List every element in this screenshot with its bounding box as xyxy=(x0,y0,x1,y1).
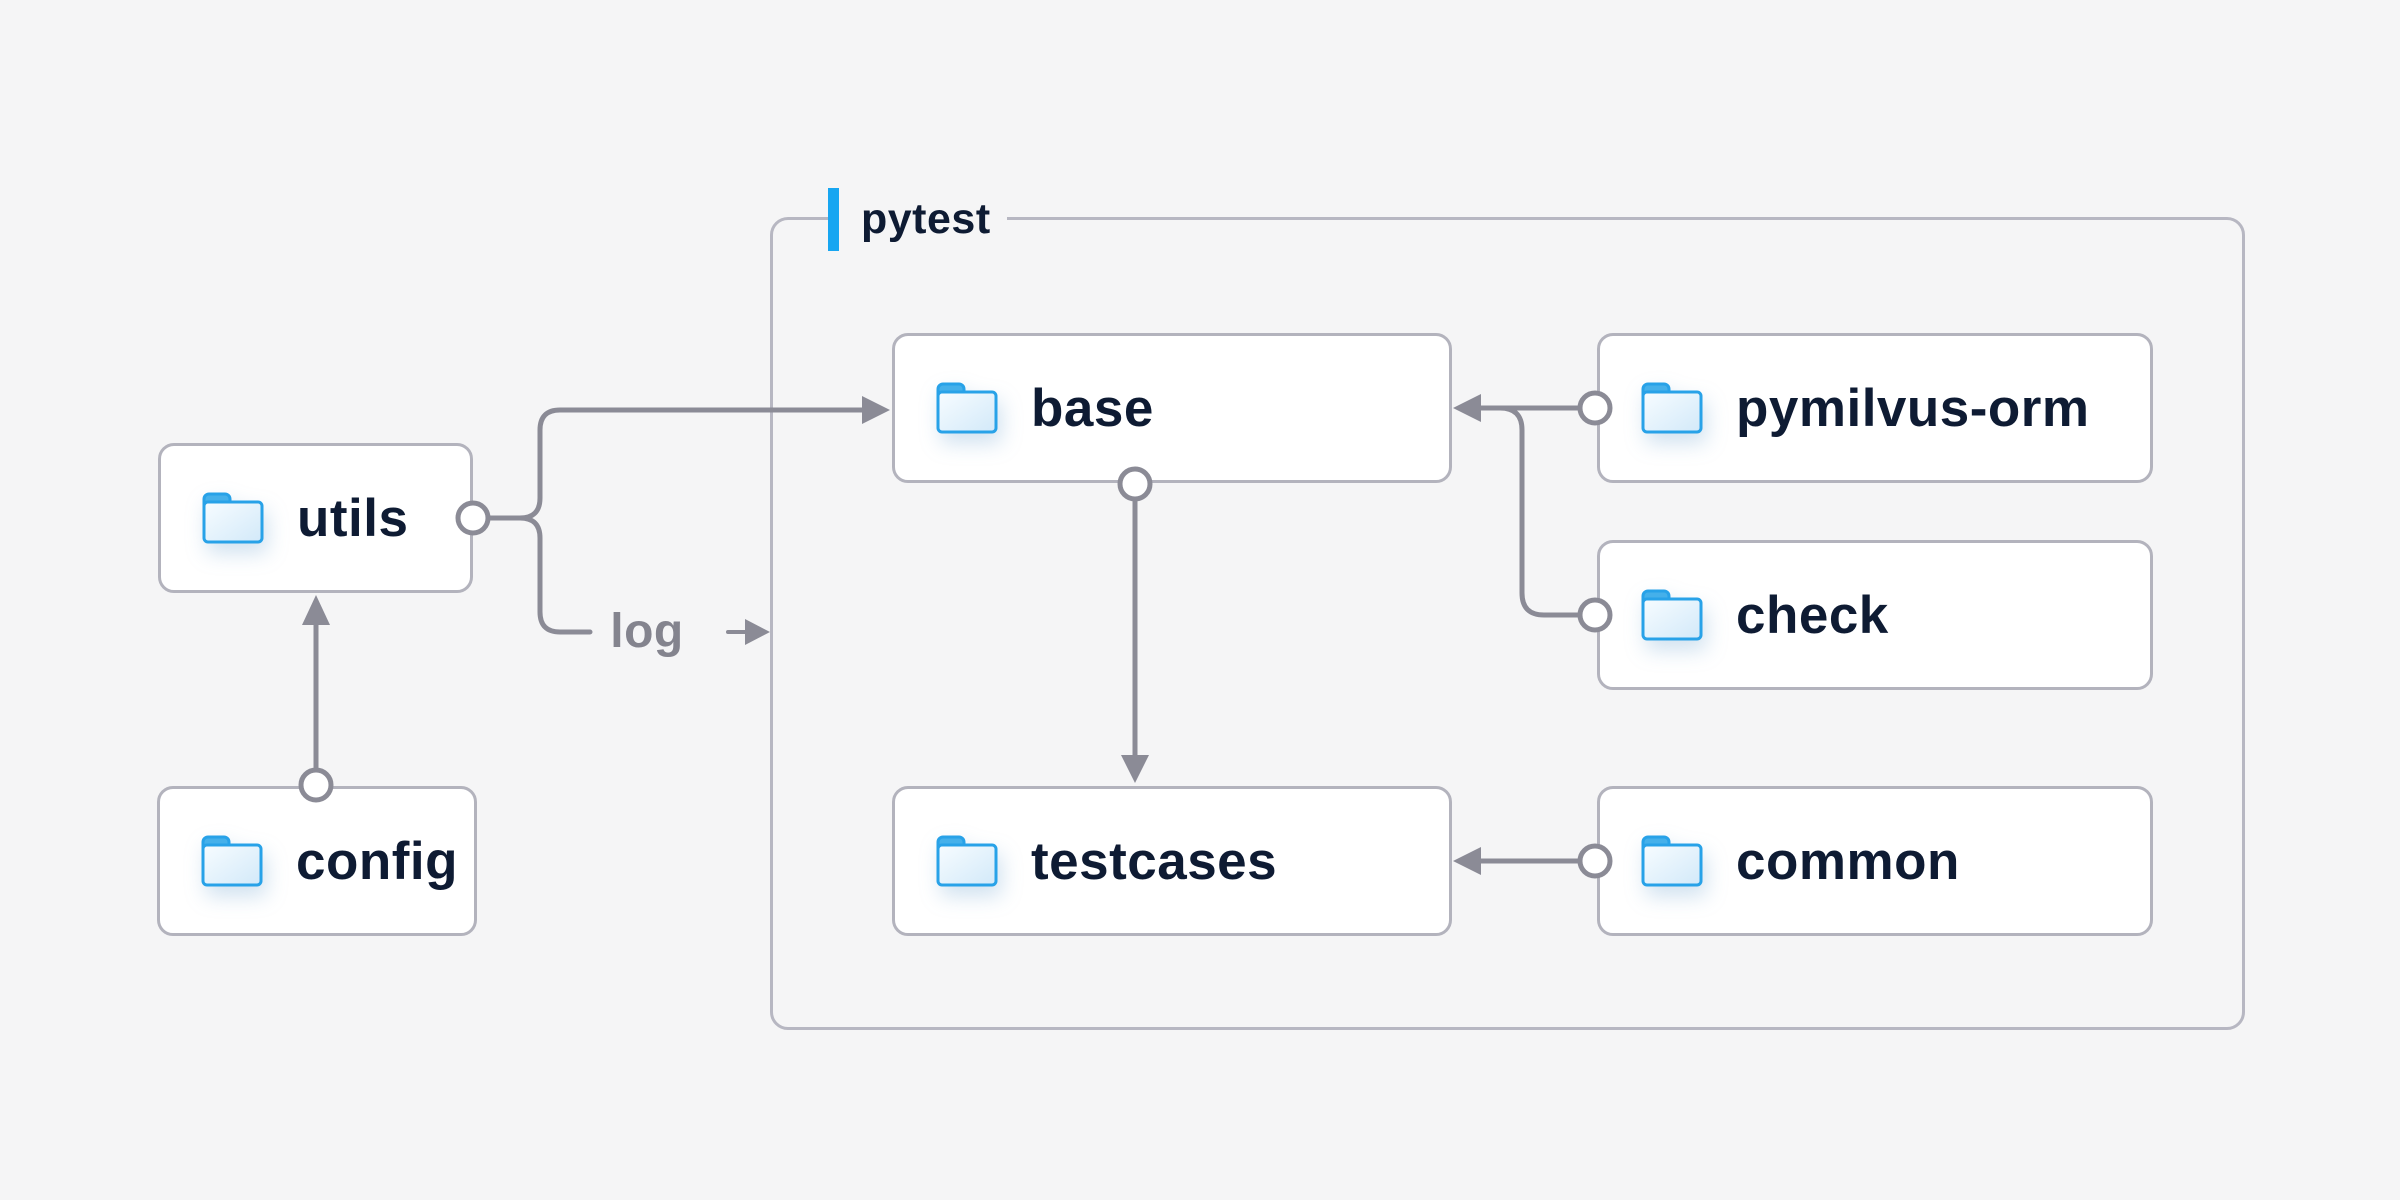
arrowhead-right-log-icon xyxy=(745,619,770,645)
node-check: check xyxy=(1597,540,2153,690)
edge-utils-to-log xyxy=(517,515,593,635)
arrowhead-up-utils-icon xyxy=(302,595,330,625)
node-common: common xyxy=(1597,786,2153,936)
folder-icon xyxy=(1641,589,1703,641)
node-testcases-label: testcases xyxy=(1031,831,1278,891)
folder-icon xyxy=(936,835,998,887)
folder-icon xyxy=(202,492,264,544)
pytest-group-label-text: pytest xyxy=(861,194,991,243)
node-pymilvus-orm-label: pymilvus-orm xyxy=(1736,378,2090,438)
node-utils-label: utils xyxy=(297,488,409,548)
node-config: config xyxy=(157,786,477,936)
node-config-label: config xyxy=(296,831,458,891)
node-testcases: testcases xyxy=(892,786,1452,936)
folder-icon xyxy=(1641,835,1703,887)
node-base: base xyxy=(892,333,1452,483)
node-utils: utils xyxy=(158,443,473,593)
pytest-group-label: pytest xyxy=(828,186,1007,252)
node-base-label: base xyxy=(1031,378,1154,438)
pytest-group-container: pytest xyxy=(770,186,2245,1030)
node-common-label: common xyxy=(1736,831,1960,891)
node-check-label: check xyxy=(1736,585,1889,645)
node-pymilvus-orm: pymilvus-orm xyxy=(1597,333,2153,483)
folder-icon xyxy=(201,835,263,887)
folder-icon xyxy=(936,382,998,434)
accent-bar-icon xyxy=(828,187,839,251)
edge-label-log: log xyxy=(610,605,684,658)
folder-icon xyxy=(1641,382,1703,434)
